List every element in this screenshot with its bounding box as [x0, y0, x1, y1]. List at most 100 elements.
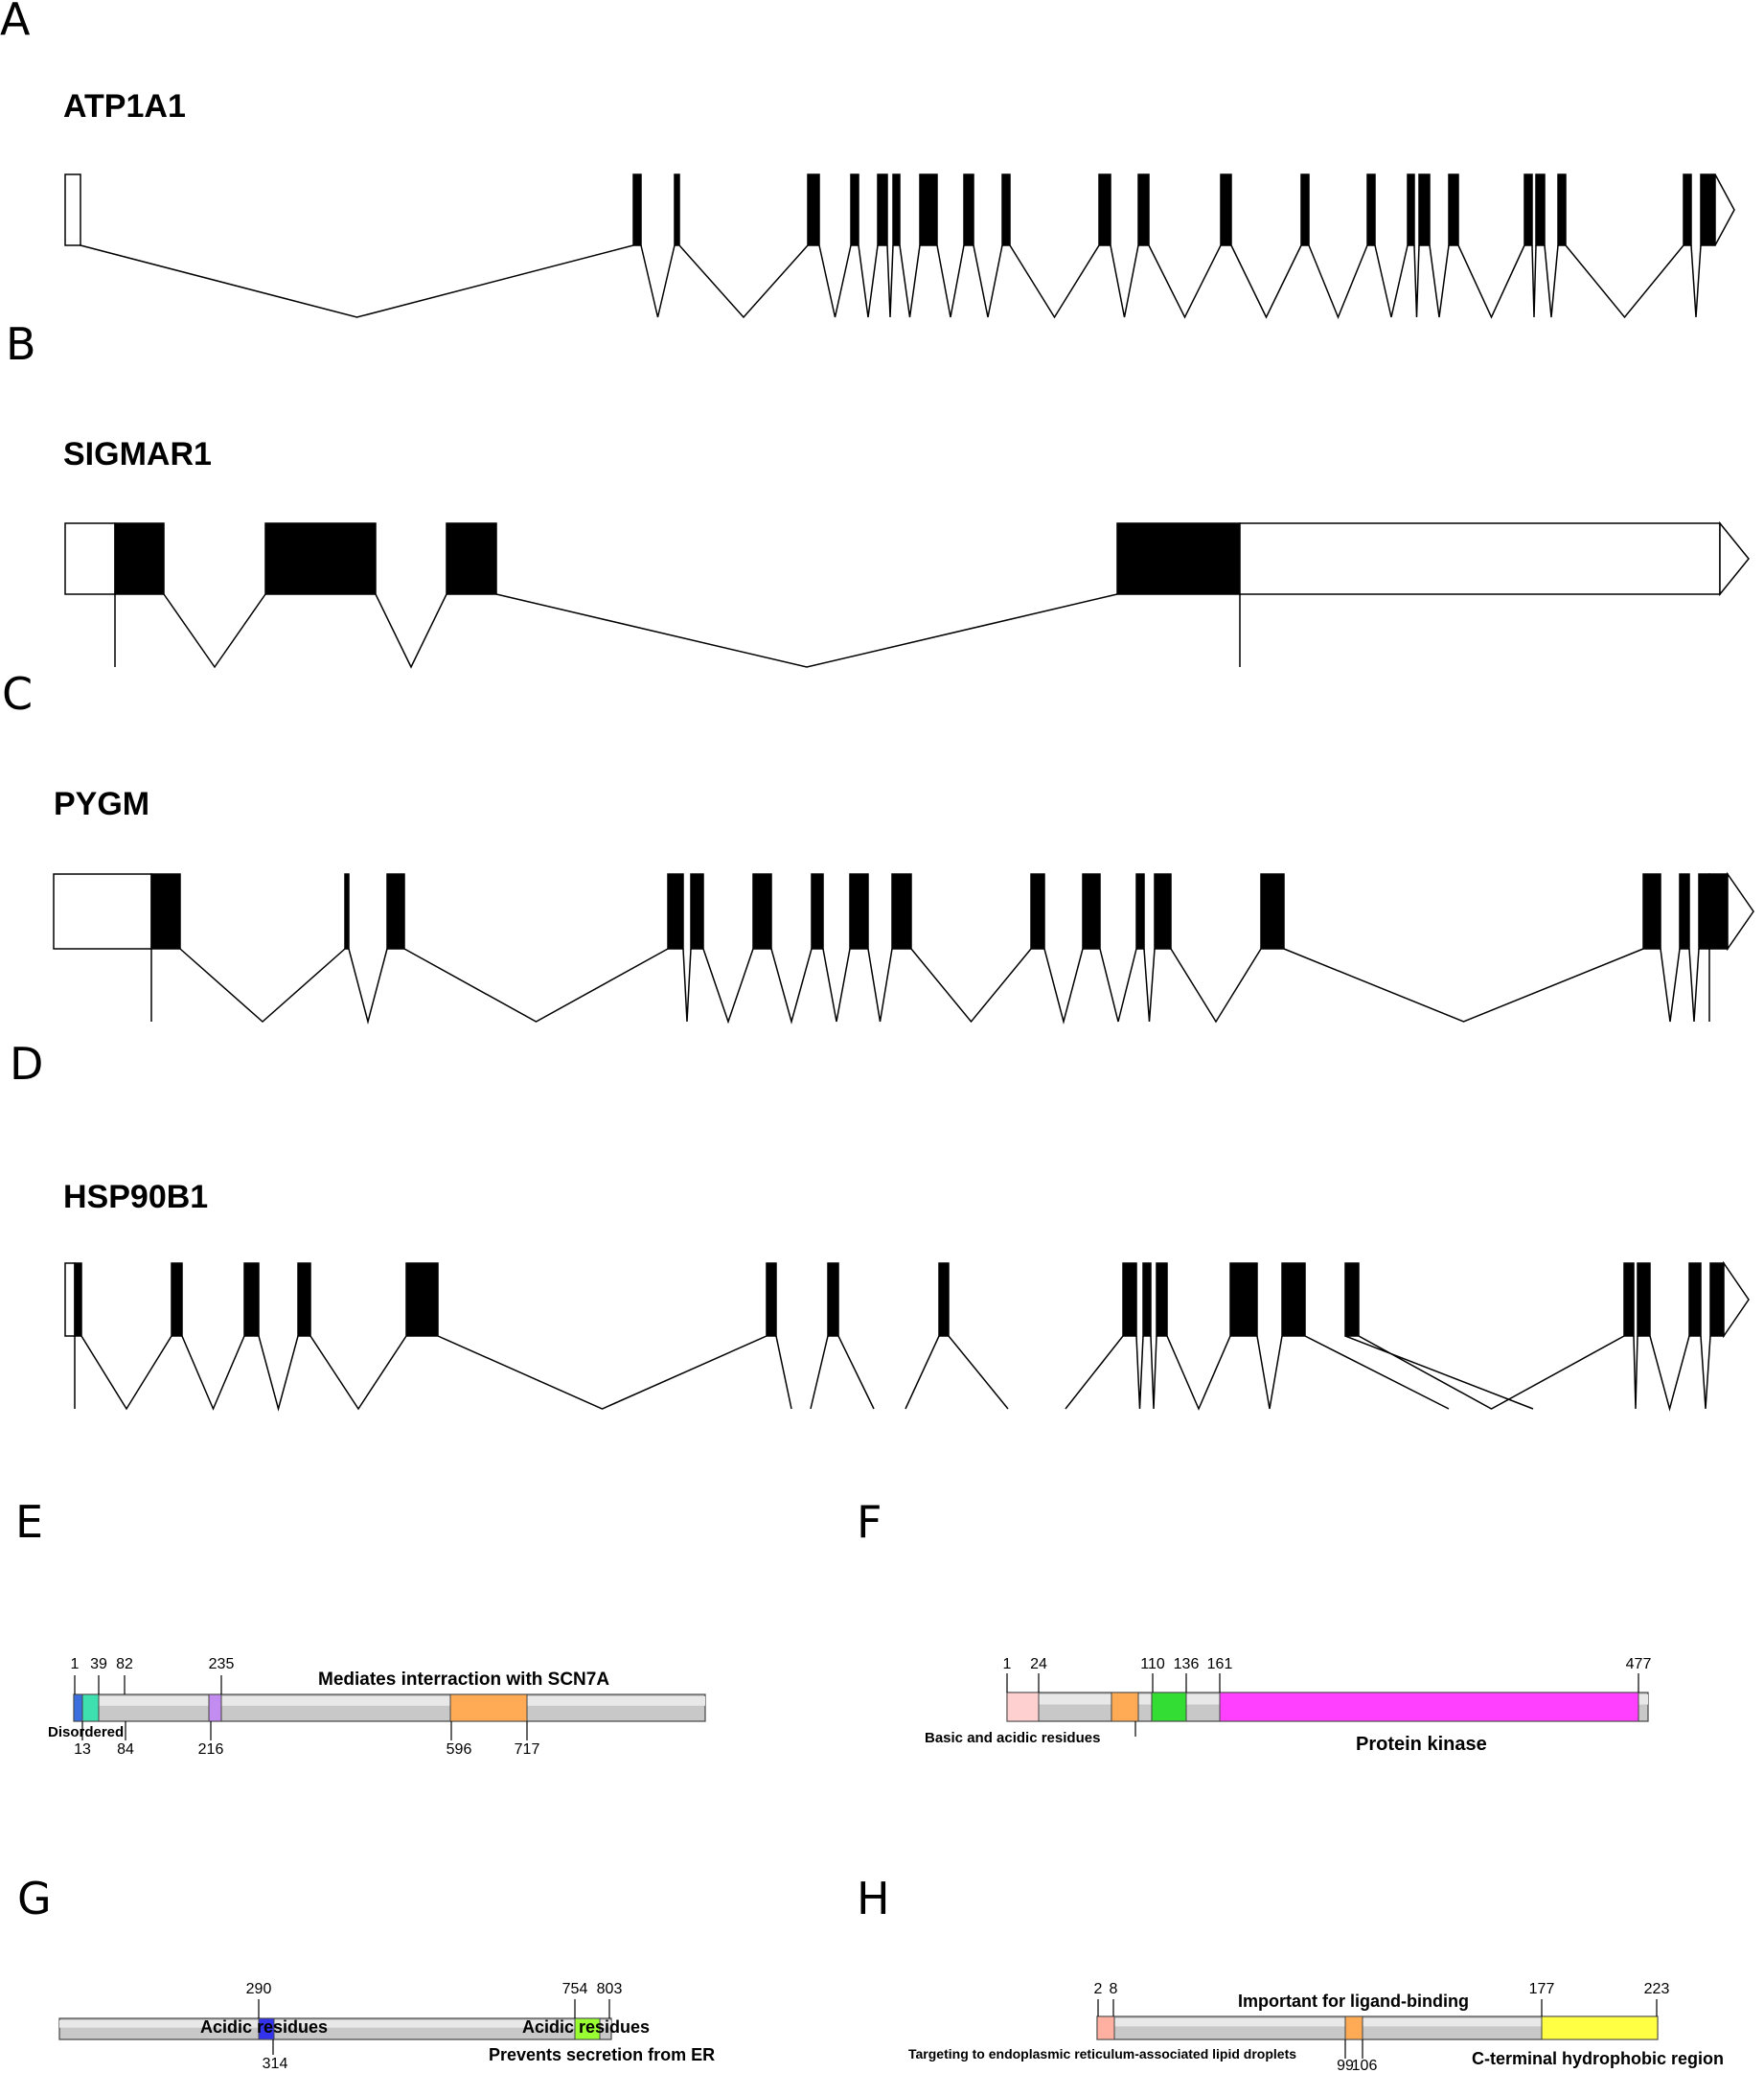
intron-line — [1256, 1335, 1283, 1410]
intron-line — [1413, 244, 1420, 318]
coding-exon — [1030, 873, 1045, 950]
tick-label-top: 177 — [1529, 1981, 1555, 1997]
intron-line — [437, 1335, 767, 1410]
domain-label-lipid-droplets: Targeting to endoplasmic reticulum-assoc… — [908, 2046, 1296, 2061]
intron-line — [1633, 1335, 1638, 1410]
coding-exon — [1708, 873, 1729, 950]
domain-label-scn7a: Mediates interraction with SCN7A — [318, 1670, 609, 1690]
intron-line — [678, 244, 809, 319]
coding-exon — [752, 873, 772, 950]
coding-exon — [632, 173, 642, 246]
coding-exon — [405, 1262, 439, 1337]
intron-line — [1344, 1335, 1534, 1410]
coding-exon — [114, 522, 165, 595]
coding-exon — [1637, 1262, 1651, 1337]
coding-exon — [1260, 873, 1285, 950]
intron-line — [1150, 1335, 1157, 1410]
coding-exon — [243, 1262, 260, 1337]
intron-line — [948, 1335, 1009, 1410]
intron-line — [858, 244, 879, 318]
coding-exon — [1709, 1262, 1725, 1337]
tick-label-top: 803 — [597, 1981, 623, 1997]
tick-label-top: 2 — [1094, 1981, 1103, 1997]
tick-label-bottom: 314 — [263, 2056, 288, 2072]
coding-exon — [1557, 173, 1567, 246]
panel-letter-b: B — [6, 318, 36, 370]
domain-label-basic-acidic: Basic and acidic residues — [925, 1730, 1100, 1746]
intron-line — [1170, 948, 1262, 1024]
utr-exon — [1239, 522, 1721, 595]
coding-exon — [690, 873, 704, 950]
intron-line — [837, 1335, 875, 1410]
lipid-droplet-targeting-region — [1096, 2015, 1115, 2040]
coding-exon — [1156, 1262, 1168, 1337]
intron-line — [1457, 244, 1525, 319]
panel-letter-a: A — [0, 0, 31, 45]
intron-line — [181, 1335, 245, 1411]
coding-exon — [850, 173, 859, 246]
tick-label-top: 223 — [1644, 1981, 1670, 1997]
protein-backbone-highlight — [59, 2020, 611, 2028]
coding-exon — [892, 173, 901, 246]
tick-label-top: 477 — [1626, 1656, 1652, 1672]
intron-line — [1544, 244, 1559, 318]
c-terminal-hydrophobic-region — [1541, 2015, 1659, 2040]
coding-exon — [877, 173, 888, 246]
intron-line — [899, 244, 921, 318]
coding-exon — [1137, 173, 1150, 246]
utr-exon — [64, 522, 116, 595]
coding-exon — [1688, 1262, 1702, 1337]
coding-exon — [74, 1262, 82, 1337]
intron-line — [1230, 244, 1302, 319]
coding-exon — [766, 1262, 777, 1337]
panel-letter-f: F — [857, 1496, 882, 1548]
coding-exon — [1098, 173, 1111, 246]
coding-exon — [1344, 1262, 1360, 1337]
intron-line — [640, 244, 676, 318]
utr-exon — [53, 873, 152, 950]
terminal-arrow — [1714, 173, 1735, 246]
coding-exon — [1116, 522, 1241, 595]
coding-exon — [344, 873, 350, 950]
intron-line — [818, 244, 852, 318]
tick-label-top: 235 — [209, 1656, 235, 1672]
intron-line — [973, 244, 1003, 318]
tick-label-top: 1 — [1003, 1656, 1012, 1672]
intron-line — [1148, 244, 1222, 319]
coding-exon — [1523, 173, 1533, 246]
panel-letter-e: E — [15, 1496, 43, 1548]
tick-label-top: 161 — [1207, 1656, 1233, 1672]
tick-label-bottom: 216 — [198, 1741, 224, 1758]
intron-line — [1358, 1335, 1625, 1410]
tick-label-top: 8 — [1110, 1981, 1118, 1997]
intron-line — [403, 948, 669, 1023]
tick-label-bottom: 106 — [1352, 2058, 1378, 2073]
intron-line — [775, 1335, 792, 1410]
intron-line — [905, 1335, 940, 1410]
intron-line — [1143, 948, 1156, 1023]
coding-exon — [1535, 173, 1546, 246]
coding-exon — [807, 173, 820, 246]
coding-exon — [1418, 173, 1431, 246]
intron-line — [1660, 948, 1681, 1023]
tick-label-top: 1 — [71, 1656, 80, 1672]
tick-label-bottom: 596 — [447, 1741, 472, 1758]
intron-line — [163, 593, 266, 669]
intron-line — [1308, 244, 1368, 319]
tick-label-top: 290 — [246, 1981, 272, 1997]
intron-line — [1135, 1335, 1144, 1410]
protein-backbone-highlight — [74, 1696, 705, 1706]
gene-title-sigmar1: SIGMAR1 — [63, 436, 212, 472]
gene-structure-pygm — [53, 871, 1754, 1025]
tick-label-top: 24 — [1030, 1656, 1047, 1672]
intron-line — [179, 948, 346, 1024]
coding-exon — [1135, 873, 1145, 950]
intron-line — [1690, 244, 1702, 318]
coding-exon — [919, 173, 938, 246]
intron-line — [702, 948, 754, 1025]
gene-structure-sigmar1 — [64, 520, 1750, 669]
tick-label-top: 754 — [562, 1981, 588, 1997]
coding-exon — [963, 173, 974, 246]
